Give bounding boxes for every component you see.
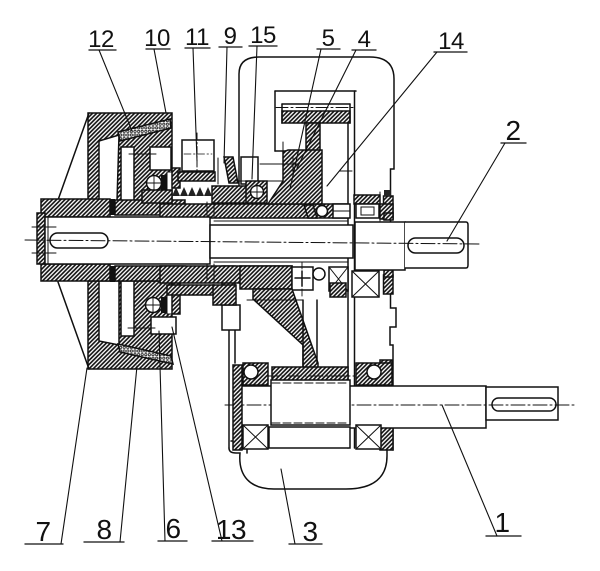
svg-text:12: 12 [88,26,114,53]
svg-text:4: 4 [358,26,371,53]
svg-text:13: 13 [216,514,246,545]
svg-text:9: 9 [224,23,237,50]
svg-text:10: 10 [144,25,170,52]
svg-text:6: 6 [165,513,180,544]
svg-text:15: 15 [250,22,276,49]
svg-text:2: 2 [505,115,520,146]
svg-text:14: 14 [438,28,464,55]
svg-text:8: 8 [96,514,111,545]
svg-text:11: 11 [185,24,209,51]
svg-text:7: 7 [35,516,50,547]
svg-text:5: 5 [322,25,335,52]
svg-text:1: 1 [494,507,509,538]
svg-text:3: 3 [302,516,317,547]
